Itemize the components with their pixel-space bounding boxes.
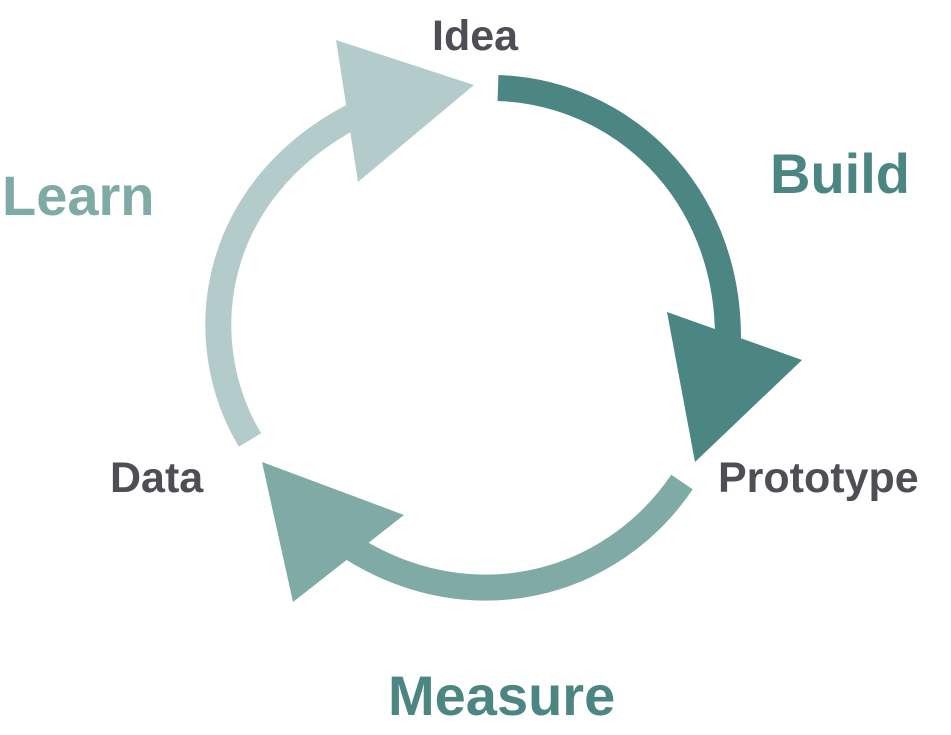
node-label-idea: Idea: [432, 12, 519, 60]
node-label-prototype: Prototype: [718, 454, 919, 502]
build-arc: [497, 75, 741, 339]
node-label-data: Data: [110, 454, 204, 502]
measure-arrowhead: [262, 462, 404, 602]
phase-label-build: Build: [770, 142, 910, 205]
learn-arc: [205, 103, 361, 447]
measure-arrow: [262, 462, 693, 602]
build-arrow: [497, 75, 802, 462]
learn-arrow: [205, 40, 474, 447]
build-arrowhead: [667, 312, 802, 462]
learn-arrowhead: [336, 40, 474, 182]
phase-label-learn: Learn: [2, 164, 155, 227]
measure-arc: [345, 474, 693, 601]
phase-label-measure: Measure: [388, 664, 615, 727]
